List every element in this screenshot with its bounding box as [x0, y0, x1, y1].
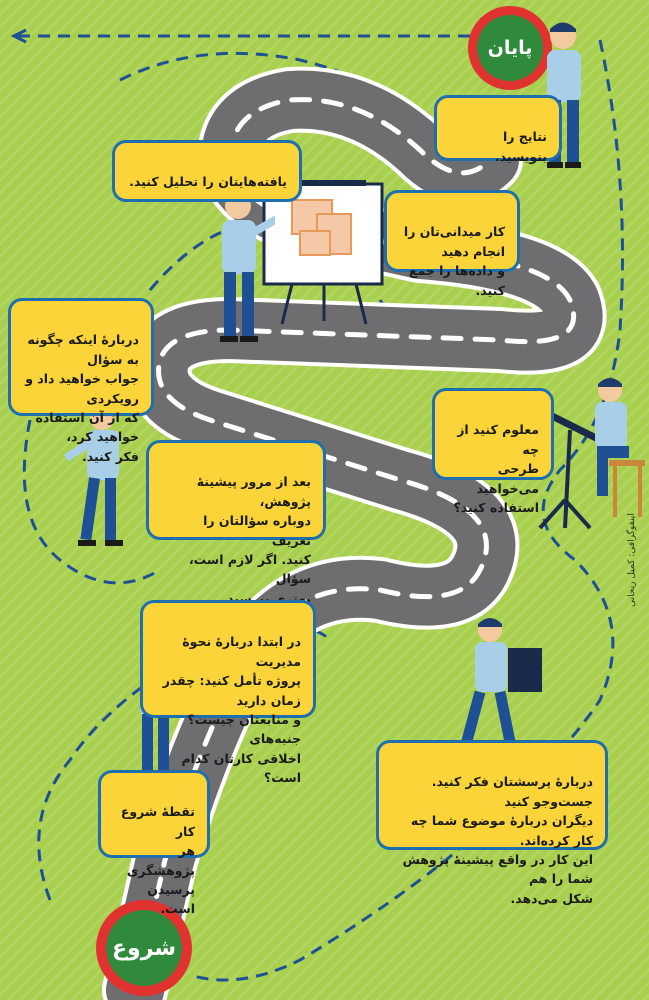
step-6-text: دربارهٔ اینکه چگونه به سؤال جواب خواهید … [25, 332, 139, 464]
step-box-4: بعد از مرور پیشینهٔ پژوهش، دوباره سؤالتا… [146, 440, 326, 606]
step-4-text: بعد از مرور پیشینهٔ پژوهش، دوباره سؤالتا… [188, 474, 311, 606]
credit-text: اینفوگرافی: کمیل ریحانی [627, 513, 637, 607]
researcher-gesturing-figure [63, 406, 123, 546]
researcher-presenting-figure [220, 192, 275, 342]
start-badge-label: شروع [111, 935, 177, 961]
step-1-text: تقطهٔ شروع کار هر پژوهشگری پرسیدن است. [120, 804, 195, 917]
step-box-2: در ابتدا دربارهٔ نحوهٔ مدیریت پروژه تأمل… [140, 600, 316, 785]
step-9-text: نتایج را بنویسید. [494, 129, 547, 164]
step-3-text: دربارهٔ پرسشتان فکر کنید. جست‌وجو کنید د… [402, 774, 593, 906]
step-box-1: تقطهٔ شروع کار هر پژوهشگری پرسیدن است. [98, 770, 210, 916]
start-badge-fill: شروع [106, 910, 182, 986]
step-box-9: نتایج را بنویسید. [434, 95, 562, 164]
step-2-text: در ابتدا دربارهٔ نحوهٔ مدیریت پروژه تأمل… [162, 634, 301, 785]
step-box-3: دربارهٔ پرسشتان فکر کنید. جست‌وجو کنید د… [376, 740, 608, 906]
end-badge-label: پایان [487, 37, 533, 59]
step-box-5: معلوم کنید از چه طرحی می‌خواهید استفاده … [432, 388, 554, 515]
step-box-6: دربارهٔ اینکه چگونه به سؤال جواب خواهید … [8, 298, 154, 464]
end-badge: پایان [468, 6, 552, 90]
step-box-8: یافته‌هایتان را تحلیل کنید. [112, 140, 302, 202]
step-8-text: یافته‌هایتان را تحلیل کنید. [129, 174, 287, 190]
researcher-desk-figure [595, 378, 645, 517]
start-badge: شروع [96, 900, 192, 996]
step-7-text: کار میدانی‌تان را انجام دهید و داده‌ها ر… [403, 224, 505, 298]
step-5-text: معلوم کنید از چه طرحی می‌خواهید استفاده … [453, 422, 539, 515]
end-badge-fill: پایان [477, 15, 543, 81]
step-box-7: کار میدانی‌تان را انجام دهید و داده‌ها ر… [384, 190, 520, 298]
